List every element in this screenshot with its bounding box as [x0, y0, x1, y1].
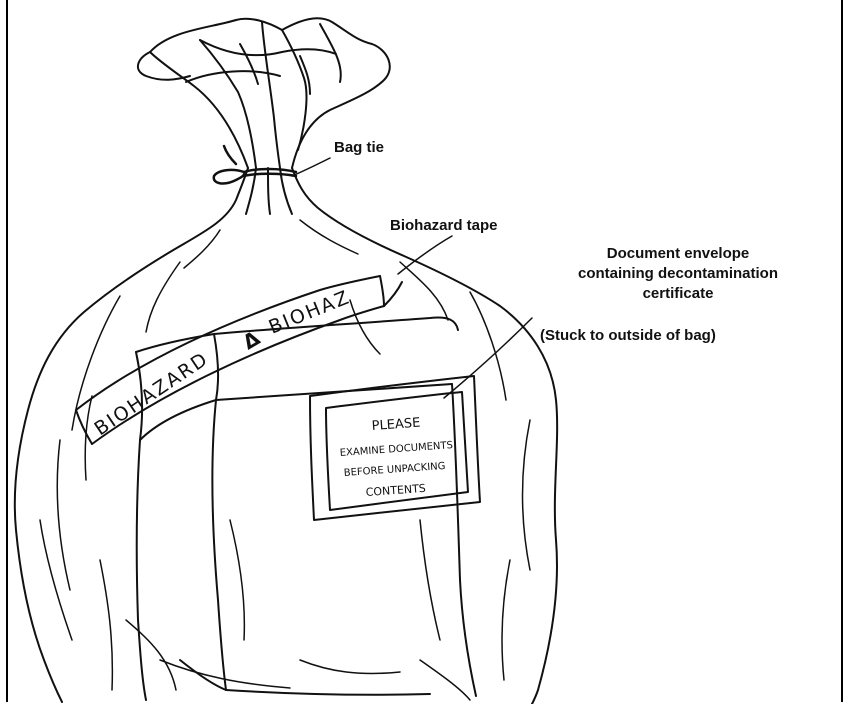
label-envelope-line1: Document envelope	[528, 244, 828, 264]
tape-lettering: BIOHAZARD Δ BIOHAZ	[90, 286, 353, 440]
label-biohazard-tape: Biohazard tape	[390, 216, 498, 236]
envelope-note-line4: CONTENTS	[365, 482, 426, 499]
label-envelope-line2: containing decontamination	[528, 264, 828, 284]
label-document-envelope: Document envelope containing decontamina…	[528, 244, 828, 304]
envelope-note-line1: PLEASE	[371, 416, 421, 434]
label-bag-tie: Bag tie	[334, 138, 384, 158]
label-envelope-line3: certificate	[528, 284, 828, 304]
label-stuck-note: (Stuck to outside of bag)	[540, 326, 716, 346]
leader-lines	[292, 158, 532, 398]
envelope-lettering: PLEASE EXAMINE DOCUMENTS BEFORE UNPACKIN…	[339, 416, 453, 499]
envelope-note-line2: EXAMINE DOCUMENTS	[339, 440, 453, 459]
envelope-note-line3: BEFORE UNPACKING	[343, 461, 445, 479]
